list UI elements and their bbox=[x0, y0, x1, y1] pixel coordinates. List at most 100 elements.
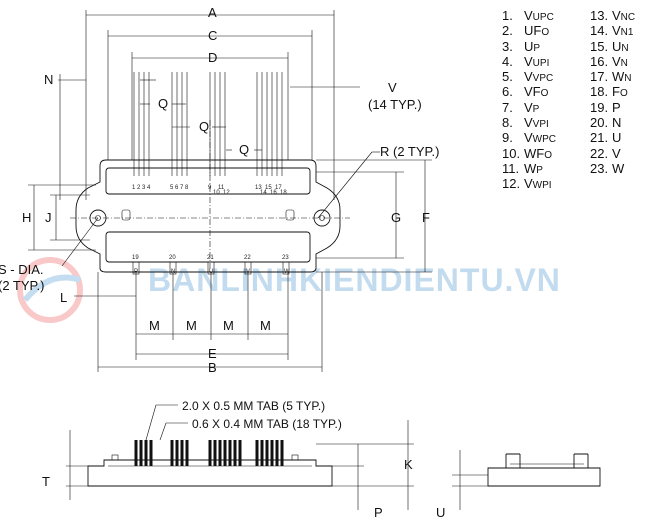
pin-list-item: 14.VN1 bbox=[590, 23, 635, 38]
dim-m-4: M bbox=[260, 318, 271, 333]
pin-number: 8. bbox=[502, 115, 513, 131]
dim-p: P bbox=[374, 505, 383, 520]
dim-m-1: M bbox=[149, 318, 160, 333]
pin-signal: V bbox=[524, 99, 533, 115]
side-pin bbox=[228, 440, 232, 466]
pin-list-item: 7.VP bbox=[502, 100, 556, 115]
module-side-view bbox=[66, 404, 414, 510]
callout-v: V bbox=[388, 80, 397, 95]
dim-k: K bbox=[404, 457, 413, 472]
power-pin-letter: W bbox=[284, 269, 290, 275]
pin-signal: V bbox=[612, 8, 621, 23]
pin-list-item: 10.WFO bbox=[502, 146, 556, 161]
signal-pin-number: 13 bbox=[255, 185, 262, 191]
pin-list-item: 4.VUPI bbox=[502, 54, 556, 69]
side-pin bbox=[270, 440, 274, 466]
pin-list-item: 18.FO bbox=[590, 84, 635, 99]
pin-list-item: 9.VWPC bbox=[502, 130, 556, 145]
side-pin bbox=[260, 440, 264, 466]
power-pin-letter: U bbox=[209, 269, 213, 275]
power-pin-letter: P bbox=[134, 269, 138, 275]
pin-number: 21. bbox=[590, 130, 609, 146]
dim-m-2: M bbox=[186, 318, 197, 333]
pin-list-item: 23.W bbox=[590, 161, 635, 176]
dim-g: G bbox=[391, 210, 401, 225]
pin-signal: V bbox=[612, 145, 621, 161]
callout-s: S - DIA. bbox=[0, 262, 44, 277]
side-pin bbox=[238, 440, 242, 466]
power-pin-number: 20 bbox=[169, 255, 176, 261]
dim-q-2: Q bbox=[199, 119, 209, 134]
pin-signal-sub: VPI bbox=[532, 119, 549, 131]
pin-signal-sub: N bbox=[621, 42, 629, 54]
pin-list-item: 17.WN bbox=[590, 69, 635, 84]
signal-pin-number: 4 bbox=[147, 185, 151, 191]
pin-number: 10. bbox=[502, 145, 521, 161]
pin-signal-sub: UPI bbox=[532, 57, 550, 69]
callout-r: R (2 TYP.) bbox=[380, 144, 439, 159]
module-end-view bbox=[452, 450, 601, 510]
side-pin bbox=[144, 440, 148, 466]
power-pin-letter: N bbox=[171, 269, 175, 275]
pin-signal-sub: O bbox=[541, 27, 550, 39]
signal-pin-number: 7 bbox=[180, 185, 184, 191]
pin-signal: V bbox=[612, 23, 621, 39]
side-pin bbox=[223, 440, 227, 466]
pin-list-item: 2. UFO bbox=[502, 23, 556, 38]
dim-h: H bbox=[22, 210, 31, 225]
pin-signal-sub: P bbox=[532, 103, 540, 115]
callout-v-typ: (14 TYP.) bbox=[368, 97, 422, 112]
pin-signal-sub: P bbox=[533, 42, 541, 54]
pin-signal: UF bbox=[524, 23, 542, 39]
pin-signal: F bbox=[612, 84, 620, 100]
signal-pins bbox=[133, 72, 283, 176]
pin-number: 3. bbox=[502, 38, 513, 54]
pin-signal-sub: O bbox=[544, 149, 552, 161]
pin-signal: V bbox=[524, 176, 533, 192]
pin-signal-sub: VPC bbox=[532, 73, 554, 85]
pin-signal: N bbox=[612, 115, 622, 131]
pin-number: 13. bbox=[590, 8, 609, 23]
side-pin bbox=[218, 440, 222, 466]
pin-number: 16. bbox=[590, 53, 609, 69]
signal-pin-number: 16 bbox=[270, 190, 277, 196]
pin-number: 20. bbox=[590, 115, 609, 131]
side-pin bbox=[134, 440, 138, 466]
pin-list-item: 20.N bbox=[590, 115, 635, 130]
dim-a: A bbox=[208, 5, 217, 20]
pin-signal: U bbox=[524, 38, 534, 54]
side-pin bbox=[139, 440, 143, 466]
dim-d: D bbox=[208, 50, 217, 65]
pin-signal: V bbox=[524, 69, 533, 85]
watermark-logo bbox=[17, 257, 83, 323]
pin-number: 23. bbox=[590, 160, 609, 176]
dim-t: T bbox=[42, 474, 50, 489]
dim-u: U bbox=[436, 505, 445, 520]
pin-number: 5. bbox=[502, 69, 513, 85]
pin-signal-sub: NC bbox=[620, 12, 636, 23]
pin-signal-sub: N1 bbox=[620, 27, 634, 39]
pin-number: 18. bbox=[590, 84, 609, 100]
side-pin bbox=[265, 440, 269, 466]
pin-number: 2. bbox=[502, 23, 513, 39]
pin-list-item: 1.VUPC bbox=[502, 8, 556, 23]
pin-signal: V bbox=[524, 8, 533, 23]
pin-list-item: 3. UP bbox=[502, 39, 556, 54]
dim-b: B bbox=[208, 360, 217, 375]
pin-number: 17. bbox=[590, 69, 609, 85]
side-pin bbox=[275, 440, 279, 466]
dim-l: L bbox=[60, 290, 67, 305]
signal-pin-number: 10 bbox=[213, 190, 220, 196]
pin-signal: W bbox=[612, 160, 625, 176]
dim-c: C bbox=[208, 28, 217, 43]
side-pin bbox=[185, 440, 189, 466]
signal-pin-number: 5 bbox=[170, 185, 174, 191]
pin-signal-sub: O bbox=[619, 88, 628, 100]
signal-pin-number: 14 bbox=[260, 190, 267, 196]
watermark: BANLINHKIENDIENTU.VN bbox=[148, 262, 561, 298]
signal-pin-number: 3 bbox=[142, 185, 146, 191]
pin-signal: W bbox=[612, 69, 625, 85]
